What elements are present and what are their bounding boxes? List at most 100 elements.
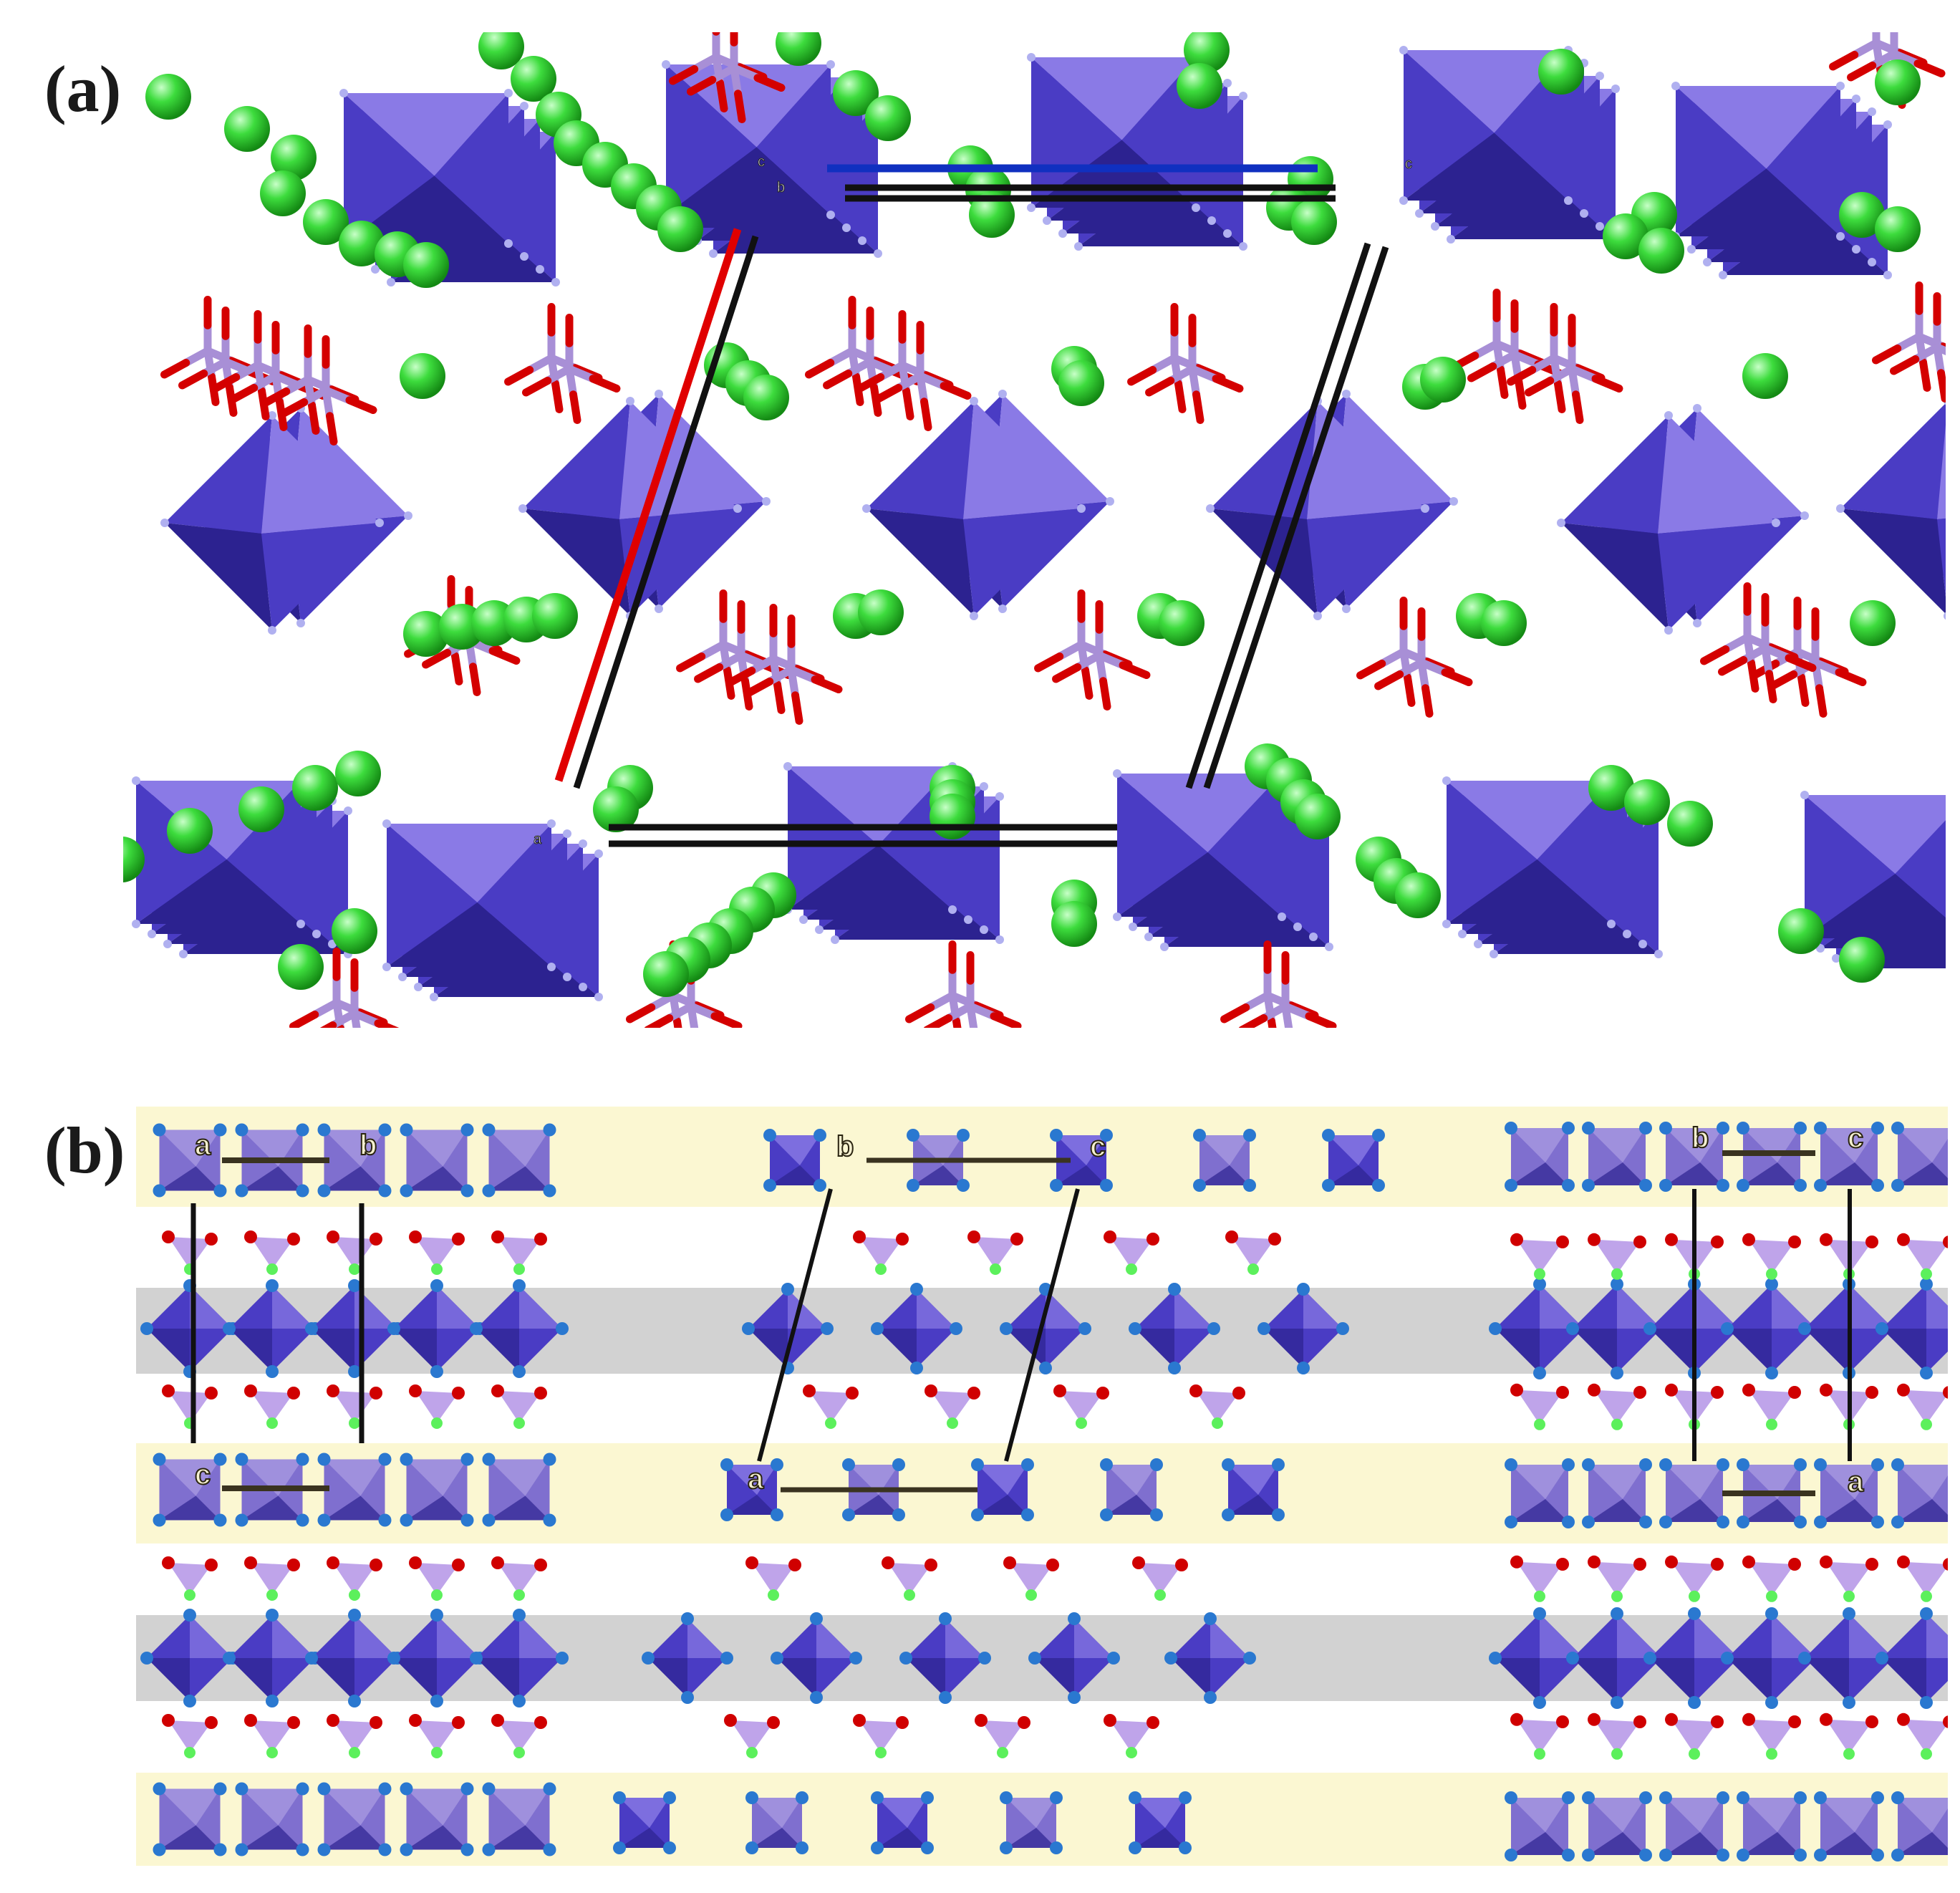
octahedron bbox=[305, 1279, 404, 1378]
tetrahedral-group bbox=[882, 1556, 937, 1601]
octahedron bbox=[470, 1609, 569, 1707]
tetrahedral-group bbox=[327, 1556, 382, 1601]
octahedron bbox=[1798, 1607, 1900, 1709]
tetrahedral-group bbox=[853, 1230, 909, 1275]
axis-label-b: b bbox=[359, 1129, 377, 1161]
axis-label-c: c bbox=[195, 1459, 211, 1490]
tetrahedral-group bbox=[162, 1384, 218, 1429]
tetrahedral-group bbox=[1742, 1713, 1801, 1760]
chlorine-atom bbox=[339, 221, 385, 266]
projected-polyhedra bbox=[140, 1122, 1948, 1861]
tetrahedral-group bbox=[504, 303, 603, 413]
chlorine-atom bbox=[167, 808, 213, 854]
tetrahedral-group bbox=[1145, 314, 1244, 424]
octahedron bbox=[1814, 1458, 1884, 1528]
octahedron bbox=[382, 819, 556, 971]
octahedron bbox=[1582, 1458, 1652, 1528]
octahedron bbox=[235, 1782, 309, 1856]
tetrahedral-group bbox=[1820, 1555, 1878, 1602]
tetrahedral-group bbox=[409, 1230, 465, 1275]
tetrahedral-group bbox=[1052, 600, 1151, 711]
tetrahedral-group bbox=[491, 1556, 547, 1601]
octahedron bbox=[1193, 1129, 1256, 1192]
chlorine-atom bbox=[1638, 228, 1684, 274]
tetrahedral-group bbox=[1003, 1556, 1059, 1601]
tetrahedral-group bbox=[1665, 1713, 1724, 1760]
octahedron bbox=[763, 1129, 826, 1192]
tetrahedral-group bbox=[1742, 1233, 1801, 1280]
tetrahedral-group bbox=[162, 1556, 218, 1601]
chlorine-atom bbox=[1058, 360, 1104, 406]
panel-a-label: (a) bbox=[44, 52, 122, 125]
chlorine-atom bbox=[1184, 32, 1230, 73]
chlorine-atom bbox=[478, 32, 524, 69]
octahedron bbox=[482, 1123, 556, 1198]
tetrahedral-group bbox=[853, 1714, 909, 1758]
octahedron bbox=[153, 1782, 227, 1856]
chlorine-atom bbox=[335, 751, 381, 796]
octahedron bbox=[223, 1279, 322, 1378]
octahedron bbox=[1659, 1122, 1729, 1192]
tetrahedral-group bbox=[1510, 1555, 1569, 1602]
tetrahedral-group bbox=[491, 1714, 547, 1758]
octahedra-layer bbox=[132, 46, 1946, 1001]
tetrahedral-group bbox=[409, 1556, 465, 1601]
chlorine-atom bbox=[238, 786, 284, 832]
chlorine-atom bbox=[260, 170, 306, 216]
chlorine-atom bbox=[403, 611, 449, 657]
octahedron bbox=[400, 1453, 474, 1527]
tetrahedral-group bbox=[925, 1384, 980, 1429]
octahedron bbox=[1113, 769, 1286, 921]
octahedron bbox=[470, 1279, 569, 1378]
axis-label-a: a bbox=[534, 832, 542, 847]
octahedron bbox=[518, 397, 742, 620]
chlorine-atom bbox=[1603, 213, 1648, 259]
octahedron bbox=[482, 1782, 556, 1856]
chlorine-atom bbox=[643, 951, 689, 997]
octahedron bbox=[720, 1458, 783, 1521]
tetrahedral-group bbox=[1897, 1383, 1948, 1430]
tetrahedral-group bbox=[1718, 593, 1817, 703]
tetrahedral-group bbox=[1510, 1383, 1569, 1430]
chlorine-atom bbox=[1588, 765, 1634, 811]
octahedron bbox=[1100, 1458, 1163, 1521]
octahedron bbox=[862, 397, 1086, 620]
tetrahedral-group bbox=[687, 32, 786, 123]
chlorine-atom bbox=[1291, 199, 1337, 245]
octahedron bbox=[1814, 1122, 1884, 1192]
tetrahedral-group bbox=[244, 1714, 300, 1758]
octahedron bbox=[1028, 1612, 1120, 1704]
tetrahedral-group bbox=[1742, 1383, 1801, 1430]
axis-label-b: b bbox=[777, 180, 785, 196]
chlorine-atom bbox=[292, 765, 338, 811]
octahedron bbox=[1836, 397, 1946, 620]
octahedron bbox=[223, 1609, 322, 1707]
chlorine-atom bbox=[1624, 779, 1670, 825]
chlorine-atom bbox=[1420, 357, 1466, 403]
chlorine-atom bbox=[303, 199, 349, 245]
octahedron bbox=[1737, 1122, 1807, 1192]
axis-label-a: a bbox=[748, 1463, 764, 1495]
chlorine-atom bbox=[400, 353, 445, 399]
octahedron bbox=[400, 1123, 474, 1198]
tetrahedral-group bbox=[244, 1556, 300, 1601]
chlorine-atom bbox=[332, 908, 377, 954]
chlorine-atom bbox=[532, 593, 578, 639]
tetrahedral-group bbox=[1820, 1713, 1878, 1760]
tetrahedral-group bbox=[873, 321, 972, 431]
octahedron bbox=[1222, 1458, 1285, 1521]
chlorine-atom bbox=[1839, 937, 1885, 983]
chlorine-atom bbox=[1177, 63, 1222, 109]
tetrahedral-group bbox=[923, 951, 1022, 1028]
octahedron bbox=[1164, 1612, 1256, 1704]
tetrahedral-group bbox=[1897, 1555, 1948, 1602]
octahedron bbox=[482, 1453, 556, 1527]
tetrahedral-group bbox=[162, 1230, 218, 1275]
chlorine-atom bbox=[1481, 600, 1527, 646]
octahedron bbox=[1566, 1607, 1668, 1709]
tetrahedral-group bbox=[1510, 1233, 1569, 1280]
panel-b-label: (b) bbox=[44, 1114, 125, 1187]
chlorine-atom bbox=[1159, 600, 1205, 646]
chlorine-atom bbox=[657, 206, 703, 252]
